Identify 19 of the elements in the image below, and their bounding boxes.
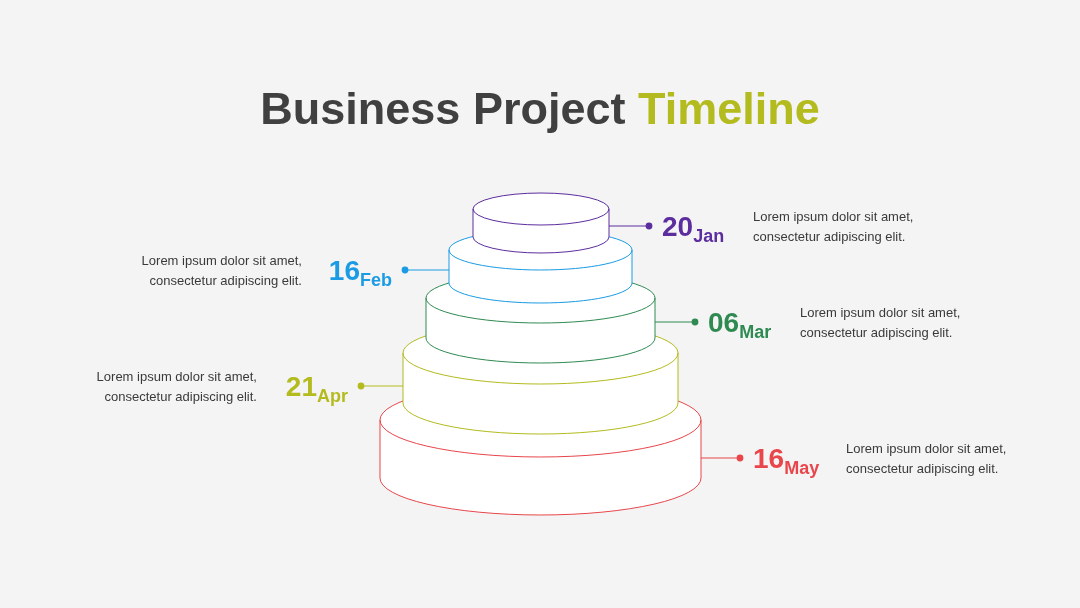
date-label: 16$_{Feb}$	[328, 253, 392, 289]
description-text: Lorem ipsum dolor sit amet, consectetur adipiscing elit.	[140, 252, 302, 290]
date-label: 06$_{Mar}$	[708, 305, 772, 341]
date-label: 16$_{May}$	[753, 441, 820, 477]
title: Business Project Timeline	[260, 83, 820, 135]
leader-line	[401, 266, 450, 274]
cylinder-tier	[471, 192, 610, 254]
description-text: Lorem ipsum dolor sit amet, consectetur adipiscing elit.	[846, 440, 1008, 478]
description-text: Lorem ipsum dolor sit amet, consectetur adipiscing elit.	[753, 208, 915, 246]
cylinder-tier	[379, 399, 702, 516]
leader-line	[654, 318, 699, 326]
leader-line	[607, 222, 653, 230]
description-text: Lorem ipsum dolor sit amet, consectetur adipiscing elit.	[95, 368, 257, 406]
date-label: 21$_{Apr}$	[285, 369, 348, 405]
date-label: 20$_{Jan}$	[662, 209, 725, 245]
leader-line	[700, 454, 744, 462]
description-text: Lorem ipsum dolor sit amet, consectetur adipiscing elit.	[800, 304, 962, 342]
cylinder-tier	[402, 334, 679, 435]
leader-line	[357, 382, 404, 390]
